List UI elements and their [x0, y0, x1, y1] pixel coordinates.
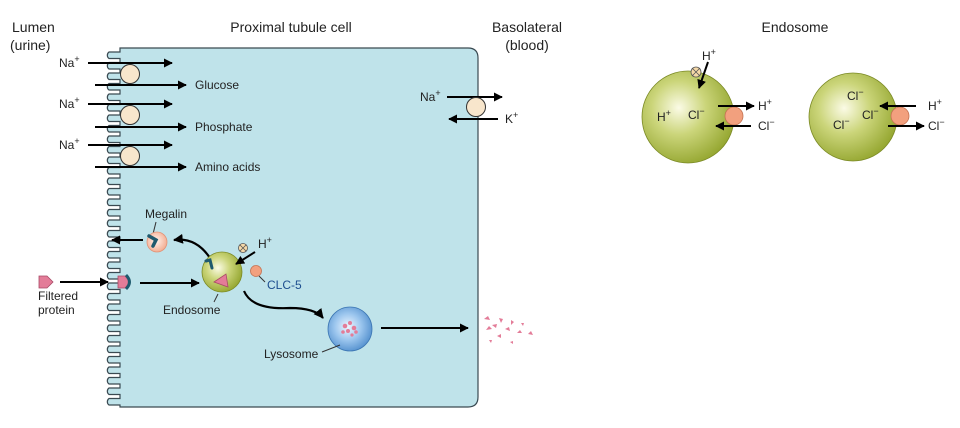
- minus-sign: −: [699, 106, 704, 116]
- minus-sign: −: [844, 116, 849, 126]
- h-label: H: [758, 99, 767, 113]
- svg-text:Cl−: Cl−: [862, 106, 879, 122]
- minus-sign: −: [939, 117, 944, 127]
- filtered-protein: Filtered protein: [38, 273, 200, 317]
- plus-sign: +: [435, 88, 440, 98]
- lumen-subheader: (urine): [10, 37, 50, 53]
- plus-sign: +: [74, 95, 79, 105]
- cl-label: Cl: [833, 118, 844, 132]
- svg-text:Na+: Na+: [59, 95, 80, 111]
- megalin-label: Megalin: [145, 207, 187, 221]
- plus-sign: +: [267, 235, 272, 245]
- h-label: H: [928, 99, 937, 113]
- cl-label: Cl: [847, 89, 858, 103]
- svg-text:H+: H+: [258, 235, 272, 251]
- cl-label: Cl: [688, 108, 699, 122]
- amino-acid-cotransporter: Na+ Amino acids: [59, 136, 260, 174]
- plus-sign: +: [711, 47, 716, 57]
- plus-sign: +: [513, 110, 518, 120]
- phosphate-label: Phosphate: [195, 120, 253, 134]
- cl-label: Cl: [928, 119, 939, 133]
- svg-text:Cl−: Cl−: [847, 87, 864, 103]
- plus-sign: +: [666, 108, 671, 118]
- amino-acids-label: Amino acids: [195, 160, 260, 174]
- svg-text:Cl−: Cl−: [688, 106, 705, 122]
- phosphate-cotransporter: Na+ Phosphate: [59, 95, 253, 134]
- svg-text:Na+: Na+: [420, 88, 441, 104]
- lysosome-label: Lysosome: [264, 347, 319, 361]
- plus-sign: +: [767, 97, 772, 107]
- svg-text:Cl−: Cl−: [928, 117, 945, 133]
- cl-label: Cl: [758, 119, 769, 133]
- glucose-label: Glucose: [195, 78, 239, 92]
- clc5-label: CLC-5: [267, 278, 302, 292]
- plus-sign: +: [937, 97, 942, 107]
- cl-label: Cl: [862, 108, 873, 122]
- endosome-proton-pump: H+ H+ Cl− H+ Cl−: [641, 47, 775, 164]
- endosome-panel-header: Endosome: [762, 19, 829, 35]
- svg-text:Na+: Na+: [59, 54, 80, 70]
- basolateral-header: Basolateral: [492, 19, 562, 35]
- minus-sign: −: [858, 87, 863, 97]
- h-label: H: [702, 49, 711, 63]
- na-label: Na: [59, 56, 75, 70]
- h-label: H: [258, 237, 267, 251]
- svg-text:Na+: Na+: [59, 136, 80, 152]
- svg-text:H+: H+: [657, 108, 671, 124]
- k-label: K: [505, 112, 513, 126]
- na-label: Na: [420, 90, 436, 104]
- plus-sign: +: [74, 136, 79, 146]
- filtered-label-2: protein: [38, 303, 75, 317]
- cell-header: Proximal tubule cell: [230, 19, 351, 35]
- plus-sign: +: [74, 54, 79, 64]
- lysosome: Lysosome: [264, 306, 469, 361]
- basolateral-subheader: (blood): [505, 37, 549, 53]
- proximal-tubule-cell: [106, 47, 479, 408]
- na-label: Na: [59, 138, 75, 152]
- degraded-fragments: [484, 316, 533, 344]
- svg-text:H+: H+: [702, 47, 716, 63]
- na-k-atpase: Na+ K+: [420, 88, 518, 126]
- svg-text:H+: H+: [758, 97, 772, 113]
- na-label: Na: [59, 97, 75, 111]
- svg-text:Cl−: Cl−: [833, 116, 850, 132]
- h-label: H: [657, 110, 666, 124]
- minus-sign: −: [873, 106, 878, 116]
- endosome-label: Endosome: [163, 303, 221, 317]
- svg-text:H+: H+: [928, 97, 942, 113]
- minus-sign: −: [769, 117, 774, 127]
- glucose-cotransporter: Na+ Glucose: [59, 54, 239, 92]
- svg-text:Cl−: Cl−: [758, 117, 775, 133]
- cell-endosome: H+ CLC-5 Endosome: [163, 235, 324, 319]
- endosome-chloride-exchange: Cl− Cl− Cl− H+ Cl−: [808, 72, 945, 162]
- svg-text:K+: K+: [505, 110, 518, 126]
- megalin-recycling: Megalin: [111, 207, 211, 259]
- filtered-label-1: Filtered: [38, 289, 78, 303]
- lumen-header: Lumen: [12, 19, 55, 35]
